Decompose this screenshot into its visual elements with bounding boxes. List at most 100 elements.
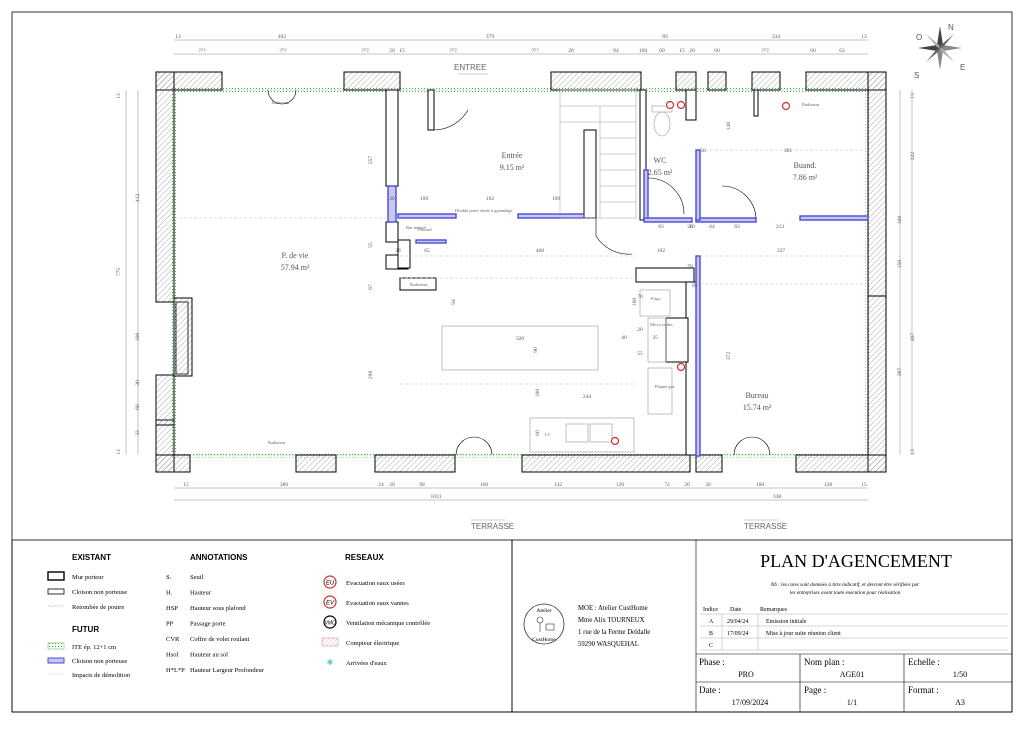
- legend-existant-title: EXISTANT: [72, 553, 111, 562]
- annotation-text: Passage porte: [190, 621, 226, 628]
- dimension-label: 20: [389, 48, 395, 54]
- legend-item: Evacuation eaux vannes: [346, 600, 409, 607]
- dimension-label: 412: [135, 194, 141, 203]
- annotation-code: HSP: [166, 605, 178, 612]
- dimension-label: 13: [116, 93, 122, 99]
- dimension-label: 90: [533, 347, 539, 353]
- annotation-text: Hauteur au sol: [190, 652, 228, 659]
- dimension-label: 775: [116, 268, 122, 277]
- info-grid: Phase : Nom plan : Echelle : Date : Page…: [696, 653, 1012, 712]
- dimension-label: 13: [910, 93, 916, 99]
- dimension-label: 13: [116, 449, 122, 455]
- legend-futur-title: FUTUR: [72, 625, 99, 634]
- nomplan-value: AGE01: [840, 670, 864, 679]
- legend-item: Impacts de démolition: [72, 672, 131, 679]
- dimension-label: 83: [658, 224, 664, 230]
- dimension-label: 160: [756, 482, 765, 488]
- rev-cell: Mise à jour suite réunion client: [766, 631, 841, 637]
- dimension-label: 55: [368, 242, 374, 248]
- format-value: A3: [955, 698, 965, 707]
- dimension-label: 33: [135, 430, 141, 436]
- dimension-label: 72: [664, 482, 670, 488]
- compass-s: S: [914, 71, 919, 80]
- interior-walls: [385, 89, 759, 456]
- entree-label: ENTREE: [454, 63, 486, 72]
- microwave-label: Micro ondes: [650, 322, 673, 327]
- annotation-code: CVR: [166, 636, 180, 643]
- dimension-label: 334: [772, 34, 781, 40]
- dimension-label: 15: [183, 482, 189, 488]
- date-label: Date :: [699, 685, 721, 695]
- compass-n: N: [948, 23, 954, 32]
- rev-cell: B: [709, 631, 713, 637]
- room-area: 9.15 m²: [500, 163, 525, 172]
- dimension-label: 337: [777, 248, 786, 254]
- dimension-label: 100: [897, 216, 903, 225]
- fridge-label: Frigo: [651, 296, 662, 301]
- plan-note-line1: Nb : les cotes sont données à titre indi…: [770, 581, 920, 588]
- dimension-label: 15: [399, 48, 405, 54]
- radiator-label: Radiateur: [802, 102, 820, 107]
- dimension-label: 372: [726, 352, 732, 361]
- dimension-label: 60: [135, 404, 141, 410]
- terrasse-label-left: TERRASSE: [471, 522, 514, 531]
- moe-line: 59290 WASQUEHAL: [578, 641, 639, 648]
- dimension-label: 30: [389, 196, 395, 202]
- dimension-label: 338: [773, 494, 782, 500]
- annotation-text: Hauteur: [190, 590, 212, 597]
- annotation-text: Hauteur Largeur Profondeur: [190, 667, 265, 674]
- legend-panel: EXISTANT Mur porteur Cloison non porteus…: [11, 539, 513, 713]
- dimension-label: 257: [368, 156, 374, 165]
- dimension-label: ???: [449, 48, 457, 54]
- phase-value: PRO: [738, 670, 754, 679]
- compass-o: O: [916, 33, 922, 42]
- rev-header: Indice: [703, 607, 718, 613]
- dimension-label: 60: [659, 48, 665, 54]
- rev-cell: A: [709, 619, 714, 625]
- compass-e: E: [960, 63, 965, 72]
- reseaux-symbols: EU EV VMC ✱: [321, 575, 339, 667]
- closet-label: Placard: [418, 227, 432, 232]
- room-name: Buand.: [794, 161, 817, 170]
- rev-cell: Emission initiale: [766, 619, 807, 625]
- dimension-label: 301: [784, 148, 793, 154]
- logo: Atelier CustHome: [523, 603, 565, 645]
- dimension-label: 120: [616, 482, 625, 488]
- dimension-lines: [125, 39, 913, 501]
- dimension-label: ???: [361, 48, 369, 54]
- dimension-label: 30: [135, 380, 141, 386]
- room-area: 15.74 m²: [743, 403, 772, 412]
- format-label: Format :: [908, 685, 939, 695]
- dishwasher-label: LV: [545, 432, 551, 437]
- dimension-label: 1031: [431, 494, 442, 500]
- dimension-label: 26: [687, 224, 693, 230]
- dimension-label: 83: [734, 224, 740, 230]
- dimension-label: 467: [910, 333, 916, 342]
- dimension-label: 20: [689, 48, 695, 54]
- dimension-label: 379: [486, 34, 495, 40]
- nomplan-label: Nom plan :: [804, 657, 845, 667]
- dimension-label: 94: [451, 299, 457, 305]
- legend-item: Ventilation mécanique contrôlée: [346, 620, 430, 627]
- moe-line: Mme Alix TOURNEUX: [578, 617, 645, 624]
- legend-item: Arrivées d'eaux: [346, 660, 387, 667]
- dimension-label: 162: [486, 196, 495, 202]
- annotation-text: Hauteur sous plafond: [190, 605, 246, 612]
- dimension-label: 403: [278, 34, 287, 40]
- page-value: 1/1: [847, 698, 857, 707]
- kitchen-furniture: [441, 105, 673, 453]
- legend-item: Cloison non porteuse: [72, 658, 127, 665]
- terrasse-label-right: TERRASSE: [744, 522, 787, 531]
- room-name: Entrée: [502, 151, 523, 160]
- dimension-label: 98: [419, 482, 425, 488]
- annotation-code: H.: [166, 590, 173, 597]
- dimension-label: 64: [709, 224, 715, 230]
- annotation-code: Hsol: [166, 652, 178, 659]
- compass-rose: N E O S: [914, 23, 965, 80]
- room-area: 7.86 m²: [793, 173, 818, 182]
- page-label: Page :: [804, 685, 826, 695]
- legend-item: Retombée de poutre: [72, 604, 124, 611]
- room-name: Bureau: [745, 391, 768, 400]
- ev-icon: EV: [326, 601, 335, 607]
